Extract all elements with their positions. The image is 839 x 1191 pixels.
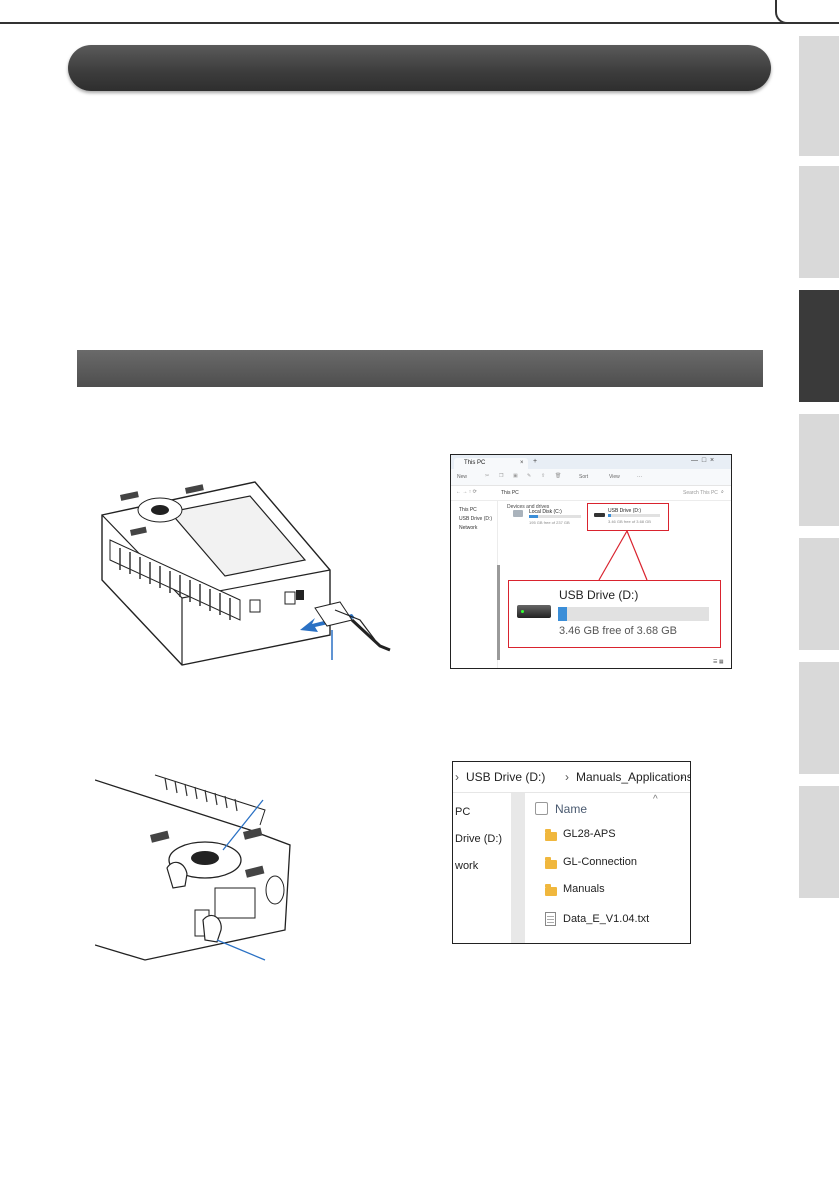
folder-icon bbox=[545, 829, 557, 841]
folder-scrollbar[interactable] bbox=[511, 793, 525, 943]
file-name: GL28-APS bbox=[563, 828, 616, 840]
breadcrumb-usb-drive[interactable]: USB Drive (D:) bbox=[466, 770, 546, 784]
window-controls[interactable]: — □ × bbox=[691, 457, 715, 464]
close-tab-icon[interactable]: × bbox=[520, 460, 524, 466]
breadcrumb: › USB Drive (D:) › Manuals_Applications … bbox=[453, 762, 690, 793]
view-toggle-icons[interactable]: ☰ ▦ bbox=[713, 659, 724, 665]
chevron-right-icon: › bbox=[565, 770, 569, 784]
devices-group-header: Devices and drives bbox=[507, 504, 550, 510]
usb-drive-icon bbox=[594, 513, 605, 517]
usb-drive-bar-small bbox=[608, 514, 660, 517]
paste-icon[interactable]: ▣ bbox=[513, 473, 518, 479]
file-name: GL-Connection bbox=[563, 856, 637, 868]
nav-usb-drive[interactable]: USB Drive (D:) bbox=[459, 516, 493, 522]
usb-drive-usage-bar bbox=[558, 607, 709, 621]
sort-chevron-up-icon: ^ bbox=[653, 794, 658, 805]
local-disk-bar bbox=[529, 515, 581, 518]
explorer-window-screenshot: This PC × + — □ × New ✂ ❐ ▣ ✎ ⇪ 🗑 Sort V… bbox=[450, 454, 732, 669]
list-item[interactable]: GL28-APS bbox=[533, 824, 683, 846]
select-all-checkbox[interactable] bbox=[535, 802, 548, 815]
folder-contents-screenshot: › USB Drive (D:) › Manuals_Applications … bbox=[452, 761, 691, 944]
address-path[interactable]: This PC bbox=[501, 490, 519, 496]
list-item[interactable]: GL-Connection bbox=[533, 852, 683, 874]
side-tab-7[interactable] bbox=[799, 786, 839, 898]
breadcrumb-manuals-applications[interactable]: Manuals_Applications bbox=[576, 770, 691, 784]
folder-icon bbox=[545, 857, 557, 869]
side-tab-1[interactable] bbox=[799, 36, 839, 156]
folder-icon bbox=[545, 884, 557, 896]
scrollbar-thumb[interactable] bbox=[497, 565, 500, 660]
new-button[interactable]: New bbox=[457, 474, 468, 480]
side-tab-5[interactable] bbox=[799, 538, 839, 650]
search-box[interactable]: Search This PC bbox=[683, 490, 718, 496]
explorer-tab[interactable]: This PC × bbox=[454, 458, 528, 469]
nav-pc[interactable]: PC bbox=[455, 806, 471, 818]
chevron-right-icon: › bbox=[680, 770, 684, 784]
side-tab-2[interactable] bbox=[799, 166, 839, 278]
nav-network[interactable]: work bbox=[455, 860, 479, 872]
name-column-header[interactable]: Name bbox=[555, 802, 588, 816]
nav-drive-d[interactable]: Drive (D:) bbox=[455, 833, 503, 845]
local-disk-free: 195 GB free of 237 GB bbox=[529, 520, 570, 525]
text-file-icon bbox=[545, 912, 556, 926]
usb-drive-free-large: 3.46 GB free of 3.68 GB bbox=[559, 625, 678, 637]
side-tab-4[interactable] bbox=[799, 414, 839, 526]
nav-network[interactable]: Network bbox=[459, 525, 478, 531]
chevron-right-icon: › bbox=[455, 770, 459, 784]
file-name: Manuals bbox=[563, 883, 605, 895]
device-usb-connection-illustration bbox=[101, 481, 391, 666]
explorer-toolbar: New ✂ ❐ ▣ ✎ ⇪ 🗑 Sort View ··· bbox=[451, 469, 731, 486]
nav-this-pc[interactable]: This PC bbox=[459, 507, 477, 513]
local-disk-icon bbox=[513, 510, 523, 517]
share-icon[interactable]: ⇪ bbox=[541, 473, 546, 479]
trim-corner bbox=[775, 0, 787, 24]
trim-line bbox=[0, 22, 839, 24]
new-tab-button[interactable]: + bbox=[533, 458, 538, 465]
local-disk-name[interactable]: Local Disk (C:) bbox=[529, 509, 562, 515]
section-heading-bar bbox=[77, 350, 763, 387]
sort-button[interactable]: Sort bbox=[579, 474, 589, 480]
usb-drive-callout: USB Drive (D:) 3.46 GB free of 3.68 GB bbox=[508, 580, 721, 648]
list-item[interactable]: Manuals bbox=[533, 879, 683, 901]
tab-title: This PC bbox=[464, 460, 486, 466]
device-key-press-illustration bbox=[95, 774, 291, 961]
folder-nav-pane: PC Drive (D:) work bbox=[453, 793, 511, 943]
usb-drive-highlight[interactable]: USB Drive (D:) 3.46 GB free of 3.68 GB bbox=[587, 503, 669, 531]
chapter-title-bar bbox=[68, 45, 771, 91]
more-button[interactable]: ··· bbox=[637, 474, 642, 480]
delete-icon[interactable]: 🗑 bbox=[555, 473, 562, 479]
usb-drive-name-large: USB Drive (D:) bbox=[559, 588, 639, 602]
usb-drive-name-small: USB Drive (D:) bbox=[608, 508, 642, 514]
file-name: Data_E_V1.04.txt bbox=[563, 913, 650, 925]
view-button[interactable]: View bbox=[609, 474, 620, 480]
search-icon: ⌕ bbox=[721, 489, 724, 495]
copy-icon[interactable]: ❐ bbox=[499, 473, 504, 479]
cut-icon[interactable]: ✂ bbox=[485, 473, 490, 479]
callout-lines bbox=[598, 530, 648, 581]
nav-arrows-icon[interactable]: ← → ↑ ⟳ bbox=[456, 489, 477, 495]
side-tab-6[interactable] bbox=[799, 662, 839, 774]
side-tab-3-active[interactable] bbox=[799, 290, 839, 402]
usb-drive-free-small: 3.46 GB free of 3.68 GB bbox=[608, 519, 651, 524]
rename-icon[interactable]: ✎ bbox=[527, 473, 532, 479]
list-item[interactable]: Data_E_V1.04.txt bbox=[533, 908, 683, 930]
usb-drive-large-icon bbox=[517, 605, 551, 618]
address-row: ← → ↑ ⟳ This PC Search This PC ⌕ bbox=[451, 486, 731, 501]
